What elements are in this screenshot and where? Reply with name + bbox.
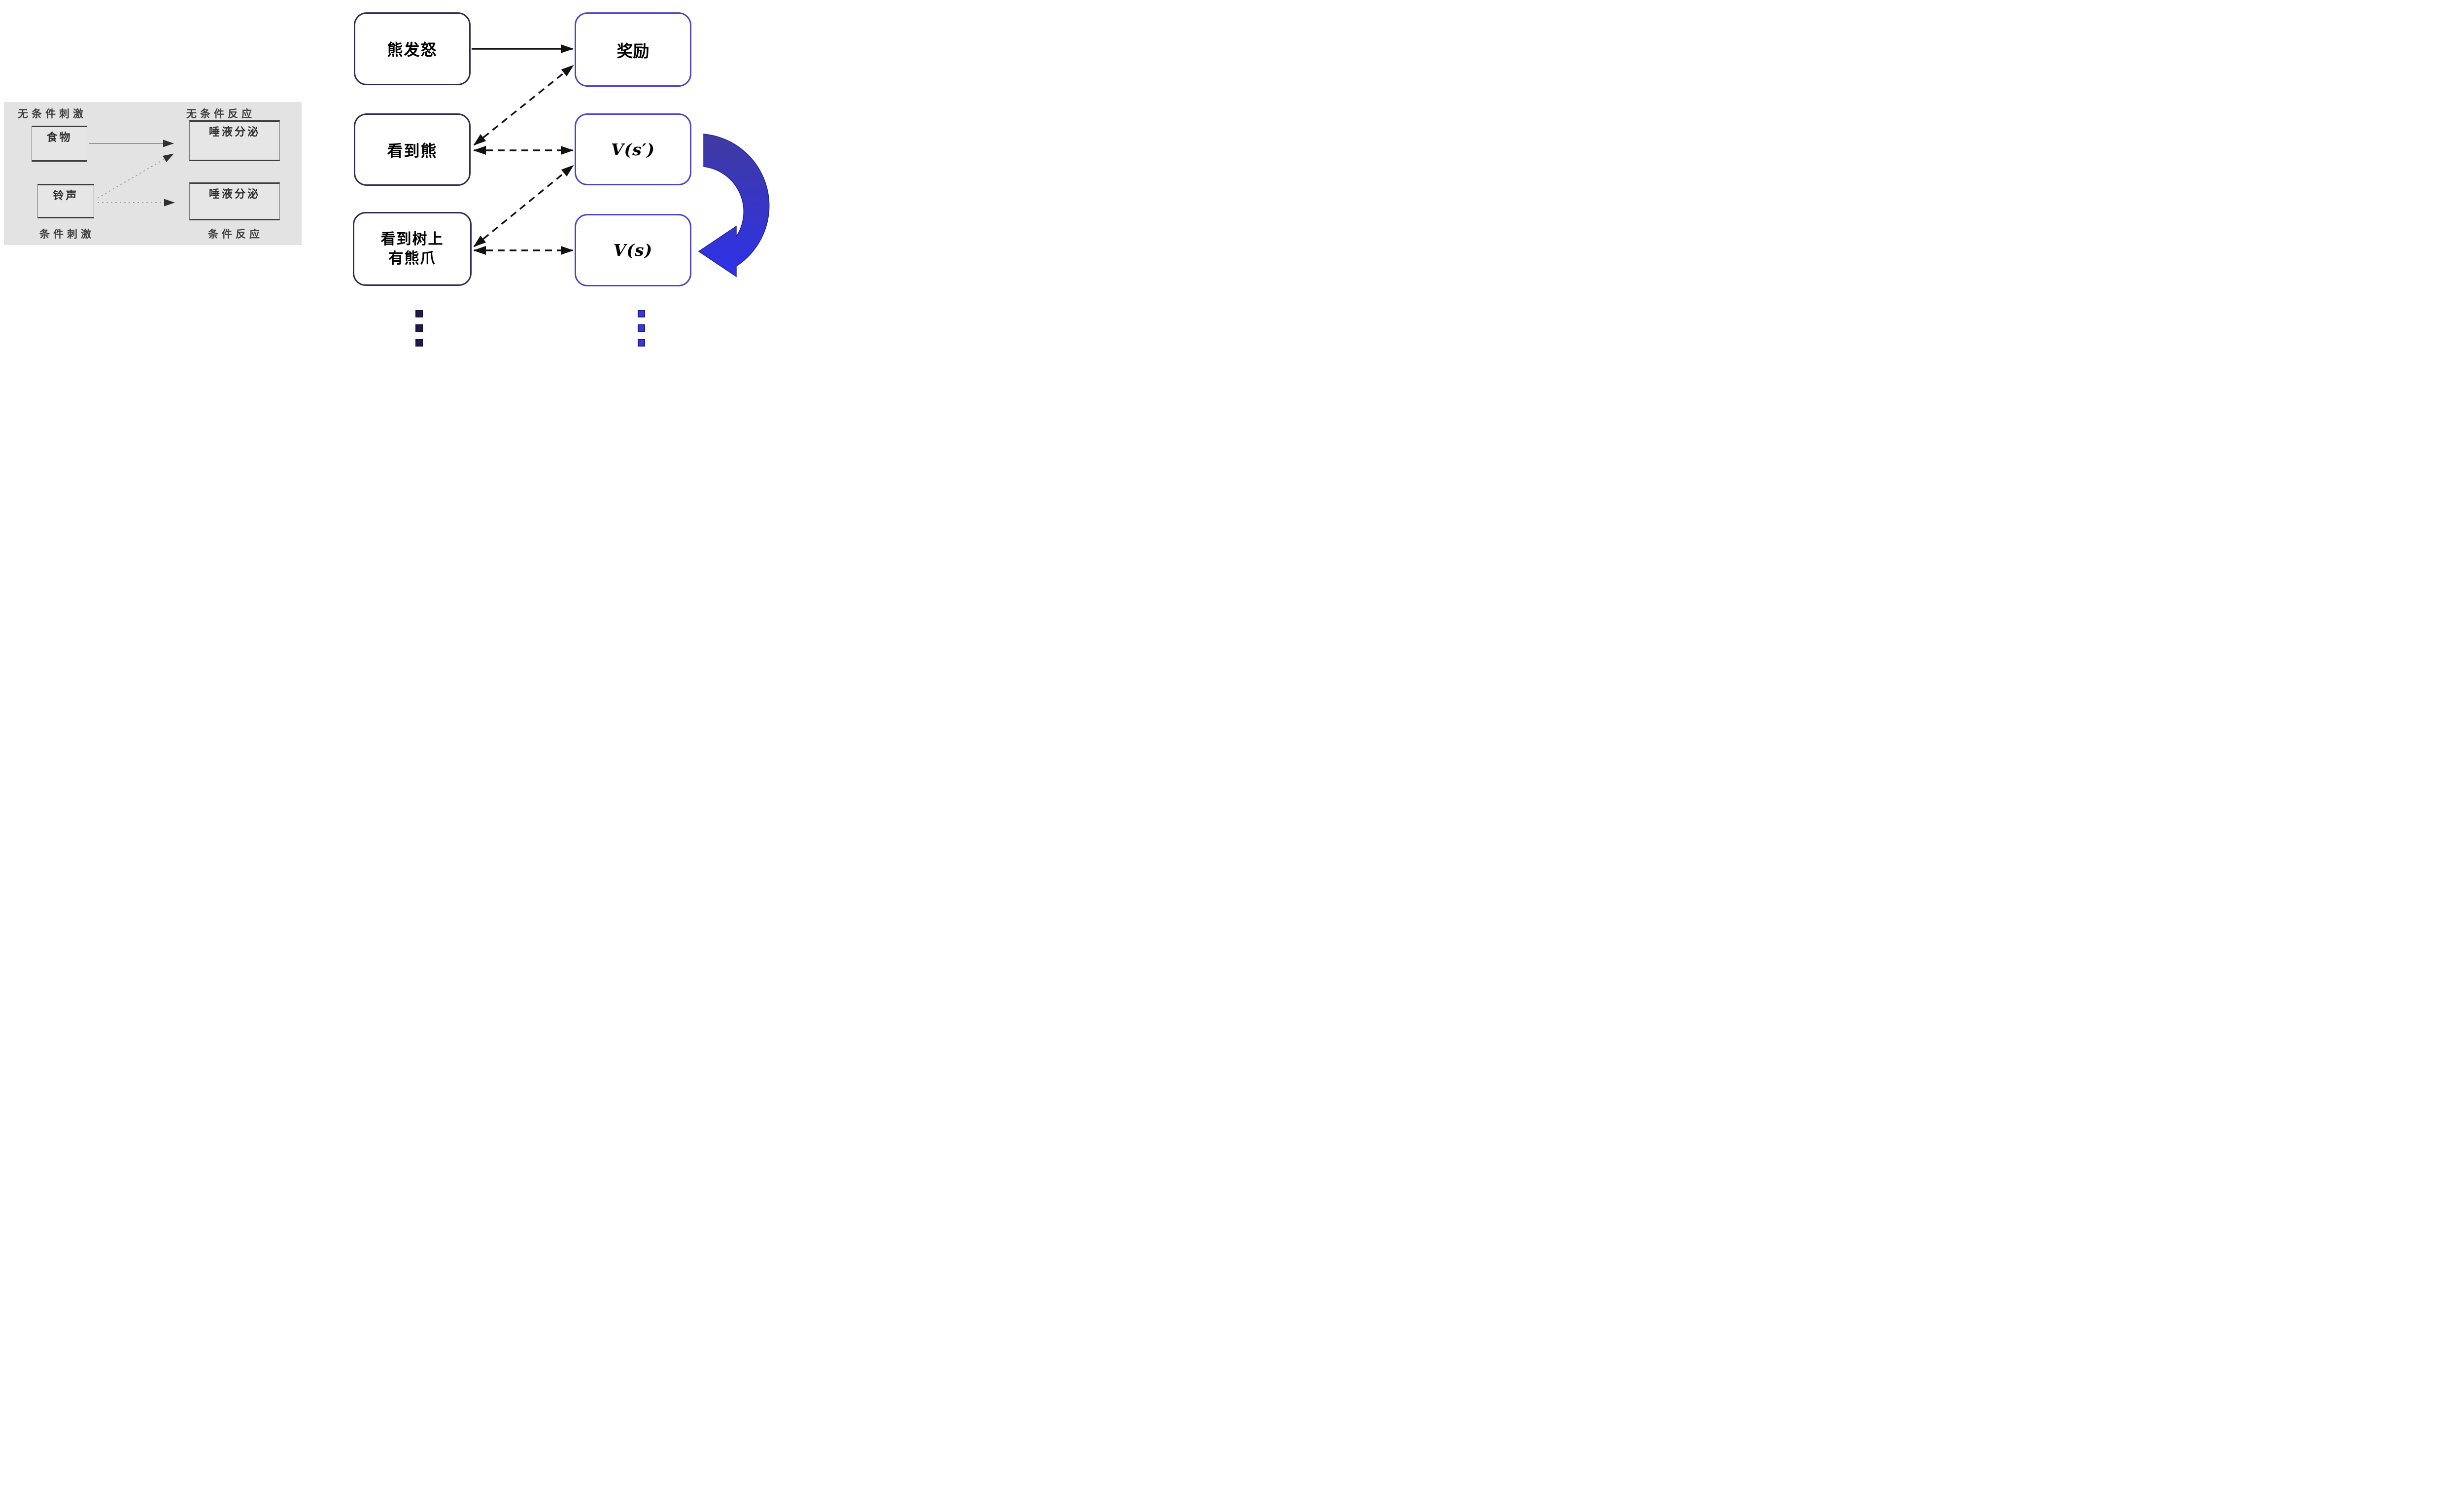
label-conditioned-response: 条件反应 (208, 229, 263, 240)
state-box-bear-angry-label: 熊发怒 (387, 41, 438, 59)
state-box-see-bear-label: 看到熊 (387, 141, 438, 160)
state-box-bear-claw-label: 看到树上 有熊爪 (380, 231, 444, 267)
box-food: 食物 (32, 126, 87, 162)
arrow-see-bear-to-reward (473, 65, 574, 146)
arrow-bear-claw-to-v-s-prime (473, 165, 574, 247)
ellipsis-dot (638, 324, 645, 332)
value-box-reward-label: 奖励 (616, 42, 650, 61)
value-box-v-s-label: V(s) (613, 241, 653, 260)
box-salivation-bottom: 唾液分泌 (189, 182, 280, 220)
label-unconditioned-response: 无条件反应 (186, 108, 255, 120)
diagram-canvas: 无条件刺激 无条件反应 条件刺激 条件反应 食物 唾液分泌 铃声 唾液分泌 熊发… (0, 0, 773, 350)
box-salivation-top: 唾液分泌 (189, 120, 280, 161)
box-bell: 铃声 (37, 184, 94, 218)
value-box-v-s: V(s) (575, 214, 691, 286)
value-box-v-s-prime-label: V(s′) (611, 139, 655, 159)
label-conditioned-stimulus: 条件刺激 (39, 229, 95, 240)
ellipsis-dot (415, 339, 423, 347)
classical-conditioning-panel: 无条件刺激 无条件反应 条件刺激 条件反应 食物 唾液分泌 铃声 唾液分泌 (4, 102, 302, 245)
state-box-see-bear: 看到熊 (354, 113, 471, 186)
feedback-loop-arrow (698, 134, 770, 278)
ellipsis-dot (638, 339, 645, 347)
ellipsis-dot (415, 324, 423, 332)
value-box-v-s-prime: V(s′) (575, 113, 691, 185)
label-unconditioned-stimulus: 无条件刺激 (18, 108, 87, 120)
value-box-reward: 奖励 (575, 12, 691, 87)
ellipsis-dot (638, 310, 645, 317)
state-box-bear-angry: 熊发怒 (354, 12, 471, 85)
state-box-bear-claw-on-tree: 看到树上 有熊爪 (353, 212, 472, 286)
ellipsis-dot (415, 310, 423, 317)
